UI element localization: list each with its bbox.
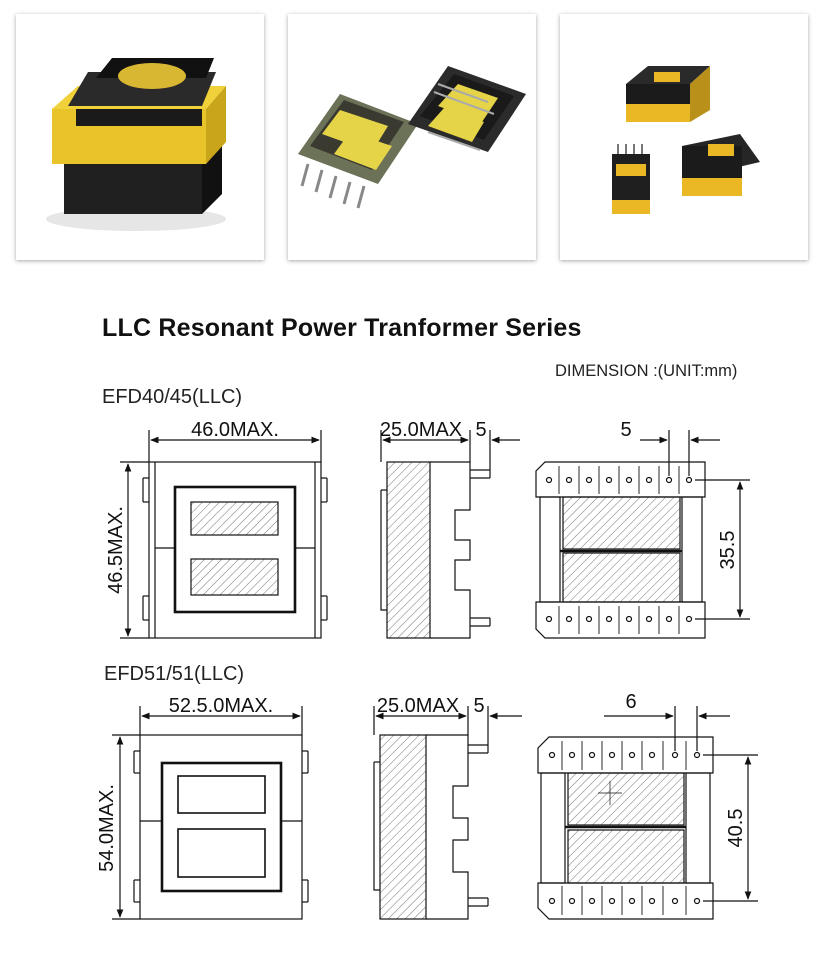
pitch-label-efd51: 6 — [625, 691, 636, 713]
front-view-efd51 — [133, 734, 309, 920]
height-label-efd51: 54.0MAX. — [96, 784, 118, 872]
depth-label-efd51: 25.0MAX — [377, 695, 459, 717]
pin-label-efd51: 5 — [473, 695, 484, 717]
bottom-view-efd40 — [535, 461, 706, 639]
bottom-view-efd51 — [537, 736, 714, 920]
pin-label-efd40: 5 — [475, 419, 486, 441]
height-label-efd40: 46.5MAX. — [105, 506, 127, 594]
product-photo-2 — [288, 14, 536, 260]
section-label-efd51: EFD51/51(LLC) — [104, 663, 245, 685]
page-title: LLC Resonant Power Tranformer Series — [102, 314, 582, 342]
width-label-efd51: 52.5.0MAX. — [169, 695, 274, 717]
dimension-unit-note: DIMENSION :(UNIT:mm) — [555, 362, 738, 380]
section-label-efd40: EFD40/45(LLC) — [102, 386, 243, 408]
pitch-label-efd40: 5 — [620, 419, 631, 441]
width-label-efd40: 46.0MAX. — [191, 419, 279, 441]
span-label-efd51: 40.5 — [725, 809, 747, 848]
side-view-efd51 — [373, 734, 489, 920]
product-photo-3 — [560, 14, 808, 260]
side-view-efd40 — [380, 461, 491, 639]
product-photo-1 — [16, 14, 264, 260]
span-label-efd40: 35.5 — [717, 531, 739, 570]
depth-label-efd40: 25.0MAX — [380, 419, 462, 441]
front-view-efd40 — [142, 461, 328, 639]
